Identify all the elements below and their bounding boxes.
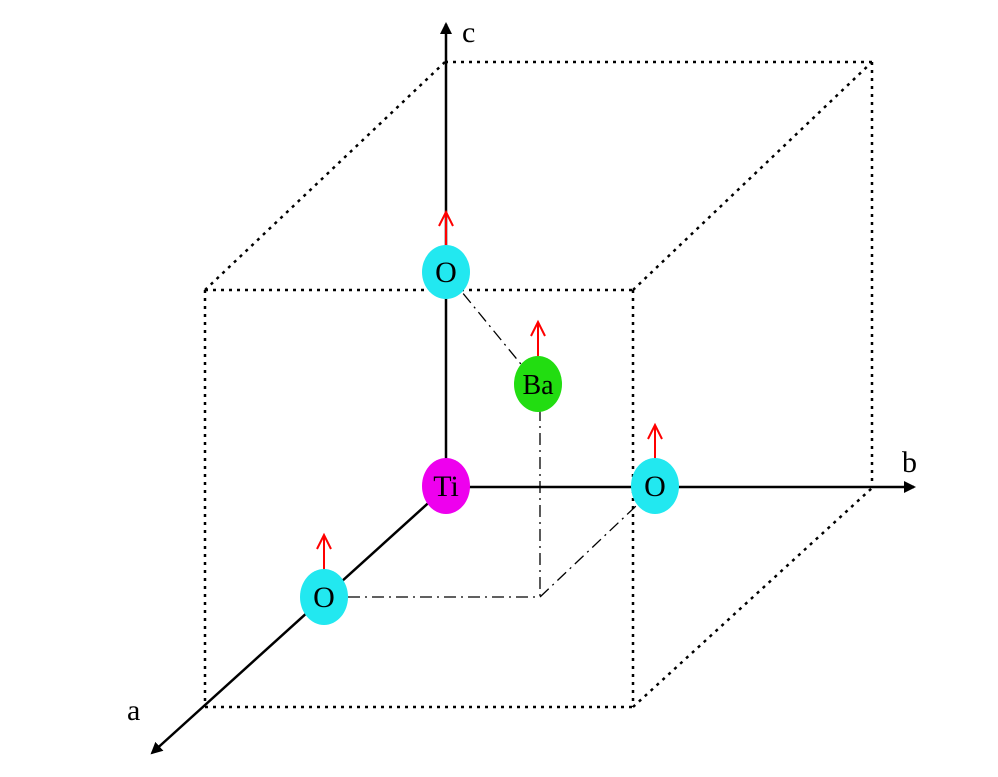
displacement-arrows: [316, 209, 663, 570]
atom-label-ti: Ti: [433, 470, 459, 503]
unit-cell-edges: [203, 60, 874, 709]
atom-label-o-front: O: [313, 581, 335, 614]
displacement-arrow-icon: [438, 209, 454, 250]
guide-lines: [324, 274, 656, 598]
atom-label-o-right: O: [644, 470, 666, 503]
atom-label-ba: Ba: [522, 370, 554, 401]
axis-label-c: c: [462, 16, 475, 49]
axis-label-b: b: [902, 446, 917, 479]
a-axis: [150, 486, 447, 755]
atom-label-o-top: O: [435, 256, 457, 289]
atom-o-right: O: [631, 458, 679, 514]
atom-o-top: O: [422, 245, 470, 299]
axis-label-a: a: [127, 694, 140, 727]
atom-ba: Ba: [514, 356, 562, 412]
displacement-arrow-icon: [316, 532, 332, 570]
atom-o-front: O: [300, 569, 348, 625]
displacement-arrow-icon: [647, 422, 663, 459]
atom-ti: Ti: [422, 458, 470, 514]
displacement-arrow-icon: [530, 319, 546, 356]
